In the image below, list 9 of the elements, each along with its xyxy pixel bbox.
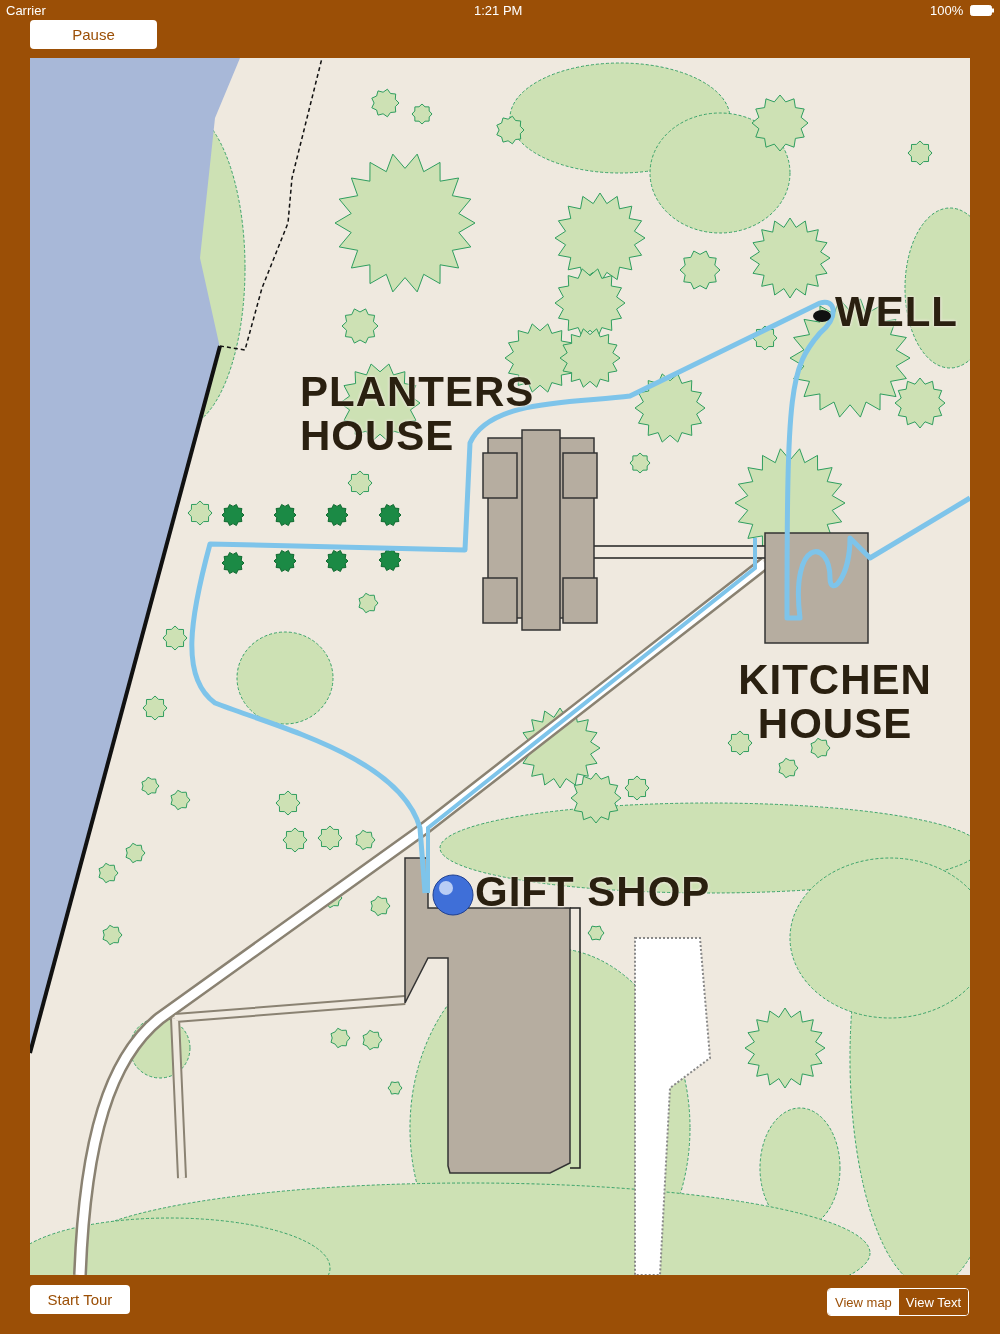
place-label: GIFT SHOP [475,870,712,914]
pause-button: Pause [30,20,157,49]
place-label: WELL [835,290,959,334]
carrier-text: Carrier [6,3,46,18]
start-tour-button: Start Tour [30,1285,130,1314]
view-map-tab: View map [828,1289,899,1315]
clock-text: 1:21 PM [474,3,523,18]
place-label: KITCHEN HOUSE [737,658,933,746]
battery-percent: 100% [930,3,964,18]
